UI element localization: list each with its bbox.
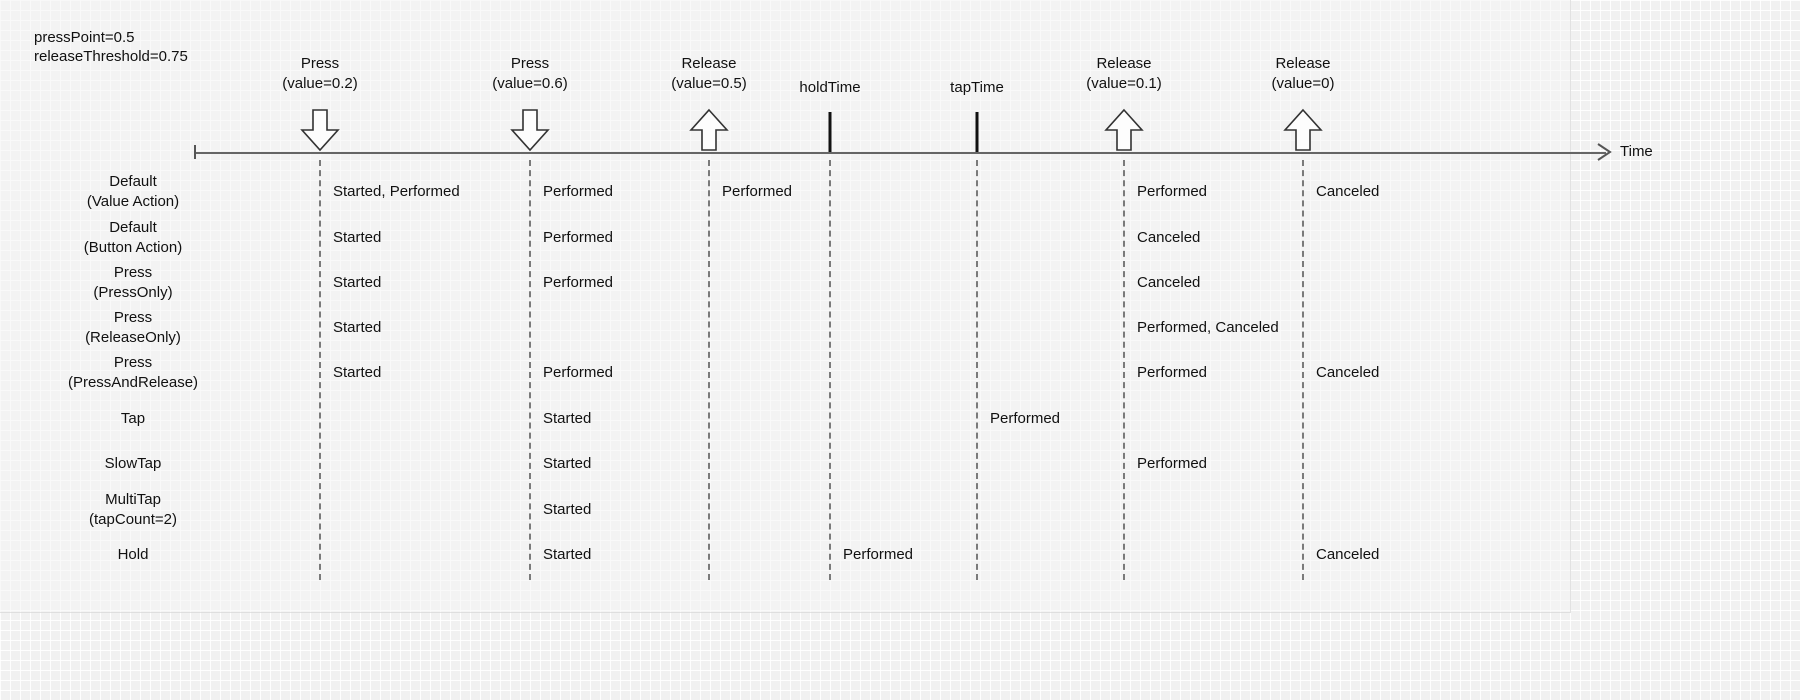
cell-1-press06: Performed xyxy=(543,229,614,246)
cell-0-rel01: Performed xyxy=(1137,183,1208,200)
arrow-up-icon-rel01 xyxy=(1103,108,1145,152)
cell-7-press06: Started xyxy=(543,501,592,518)
cell-0-press02: Started, Performed xyxy=(333,183,460,200)
tick-marker-tapTime xyxy=(975,112,979,152)
cell-8-holdTime: Performed xyxy=(843,546,914,563)
column-guide-rel00 xyxy=(1302,160,1304,580)
cell-0-rel00: Canceled xyxy=(1316,183,1380,200)
cell-5-press06: Started xyxy=(543,410,592,427)
cell-0-rel05: Performed xyxy=(722,183,793,200)
cell-0-press06: Performed xyxy=(543,183,614,200)
cell-1-rel01: Canceled xyxy=(1137,229,1201,246)
cell-4-press02: Started xyxy=(333,364,382,381)
cell-8-rel00: Canceled xyxy=(1316,546,1380,563)
cell-4-press06: Performed xyxy=(543,364,614,381)
row-label-1: Default (Button Action) xyxy=(83,219,183,256)
cell-3-press02: Started xyxy=(333,319,382,336)
row-label-0: Default (Value Action) xyxy=(86,173,180,210)
column-guide-rel01 xyxy=(1123,160,1125,580)
cell-1-press02: Started xyxy=(333,229,382,246)
row-label-7: MultiTap (tapCount=2) xyxy=(89,491,177,528)
cell-2-rel01: Canceled xyxy=(1137,274,1201,291)
cell-3-rel01: Performed, Canceled xyxy=(1137,319,1279,336)
cell-2-press06: Performed xyxy=(543,274,614,291)
event-label-holdTime: holdTime xyxy=(799,79,861,96)
event-label-press06: Press (value=0.6) xyxy=(492,55,568,92)
arrow-down-icon-press02 xyxy=(299,108,341,152)
cell-2-press02: Started xyxy=(333,274,382,291)
event-label-rel00: Release (value=0) xyxy=(1271,55,1335,92)
column-guide-tapTime xyxy=(976,160,978,580)
row-label-6: SlowTap xyxy=(104,455,162,472)
column-guide-press02 xyxy=(319,160,321,580)
row-label-3: Press (ReleaseOnly) xyxy=(85,309,181,346)
cell-5-tapTime: Performed xyxy=(990,410,1061,427)
settings-note: pressPoint=0.5 releaseThreshold=0.75 xyxy=(34,29,188,65)
cell-4-rel01: Performed xyxy=(1137,364,1208,381)
arrow-down-icon-press06 xyxy=(509,108,551,152)
event-label-rel01: Release (value=0.1) xyxy=(1086,55,1162,92)
tick-marker-holdTime xyxy=(828,112,832,152)
arrow-up-icon-rel05 xyxy=(688,108,730,152)
cell-8-press06: Started xyxy=(543,546,592,563)
row-label-8: Hold xyxy=(117,546,149,563)
event-label-tapTime: tapTime xyxy=(950,79,1004,96)
column-guide-press06 xyxy=(529,160,531,580)
timeline-axis-label: Time xyxy=(1620,143,1653,160)
row-label-2: Press (PressOnly) xyxy=(93,264,173,301)
cell-6-rel01: Performed xyxy=(1137,455,1208,472)
event-label-rel05: Release (value=0.5) xyxy=(671,55,747,92)
timeline-axis xyxy=(194,152,1606,154)
timeline-start-cap xyxy=(194,145,196,159)
arrow-up-icon-rel00 xyxy=(1282,108,1324,152)
cell-6-press06: Started xyxy=(543,455,592,472)
cell-4-rel00: Canceled xyxy=(1316,364,1380,381)
row-label-4: Press (PressAndRelease) xyxy=(67,354,199,391)
event-label-press02: Press (value=0.2) xyxy=(282,55,358,92)
column-guide-rel05 xyxy=(708,160,710,580)
row-label-5: Tap xyxy=(120,410,146,427)
column-guide-holdTime xyxy=(829,160,831,580)
